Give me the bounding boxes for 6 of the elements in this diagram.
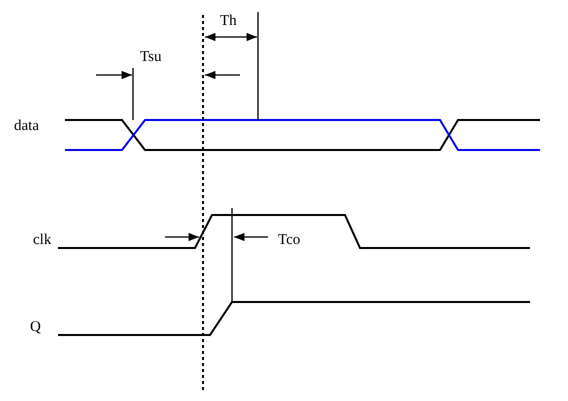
signal-label: Q bbox=[30, 320, 41, 335]
signal-label: clk bbox=[33, 233, 52, 248]
timing-label: Th bbox=[220, 14, 237, 29]
signal-label: data bbox=[14, 119, 39, 134]
timing-label: Tco bbox=[278, 233, 300, 248]
timing-label: Tsu bbox=[140, 50, 162, 65]
